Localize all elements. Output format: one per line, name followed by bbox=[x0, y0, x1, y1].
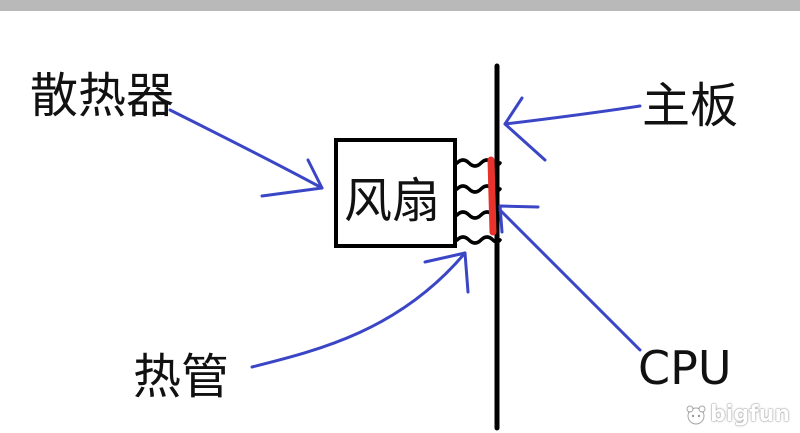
label-heatpipe: 热管 bbox=[133, 349, 229, 405]
arrow-cpu bbox=[498, 208, 642, 352]
label-fan: 风扇 bbox=[344, 173, 440, 229]
arrow-cpu-head bbox=[498, 204, 540, 234]
bigfun-watermark: bigfun bbox=[685, 402, 790, 427]
bigfun-logo-icon bbox=[686, 405, 706, 424]
arrow-heatpipe bbox=[250, 251, 467, 369]
arrow-heatpipe-head bbox=[423, 251, 470, 294]
arrow-motherboard bbox=[503, 104, 642, 126]
watermark-text: bigfun bbox=[710, 402, 790, 427]
motherboard-line bbox=[494, 63, 500, 431]
cpu-chip bbox=[487, 156, 497, 236]
heat-pipe-4 bbox=[455, 235, 502, 245]
arrow-heatsink-head bbox=[260, 158, 324, 198]
arrow-heatsink bbox=[168, 108, 324, 190]
arrow-motherboard-head bbox=[503, 96, 547, 162]
label-cpu: CPU bbox=[638, 341, 732, 395]
label-motherboard: 主板 bbox=[642, 78, 738, 134]
fan-box bbox=[334, 138, 457, 248]
top-bar bbox=[0, 0, 800, 11]
heat-pipe-1 bbox=[455, 158, 502, 168]
label-heatsink: 散热器 bbox=[30, 68, 174, 124]
